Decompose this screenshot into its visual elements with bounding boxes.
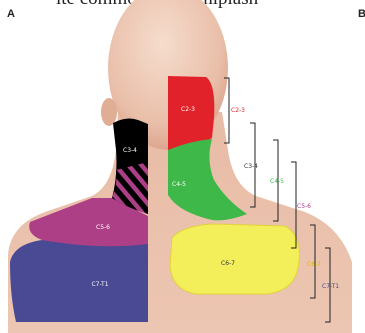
bracket-label-c2-3: C2-3	[231, 107, 245, 114]
zone-label-c6-7: C6-7	[221, 260, 235, 267]
bracket-label-c7-t1: C7-T1	[322, 283, 339, 290]
zone-label-c2-3: C2-3	[181, 106, 195, 113]
bracket-label-c4-5: C4-5	[270, 178, 284, 185]
zone-c6-7	[170, 224, 299, 294]
bracket-label-c5-6: C5-6	[297, 203, 311, 210]
zone-label-c4-5: C4-5	[172, 181, 186, 188]
bracket-label-c6-7: C6-7	[307, 261, 321, 268]
zone-label-c3-4: C3-4	[123, 147, 137, 154]
zone-label-c7-t1: C7-T1	[91, 281, 108, 288]
ear-left	[101, 98, 117, 126]
zone-c7-t1	[10, 240, 148, 322]
zone-label-c5-6: C5-6	[96, 224, 110, 231]
bracket-label-c3-4: C3-4	[244, 163, 258, 170]
